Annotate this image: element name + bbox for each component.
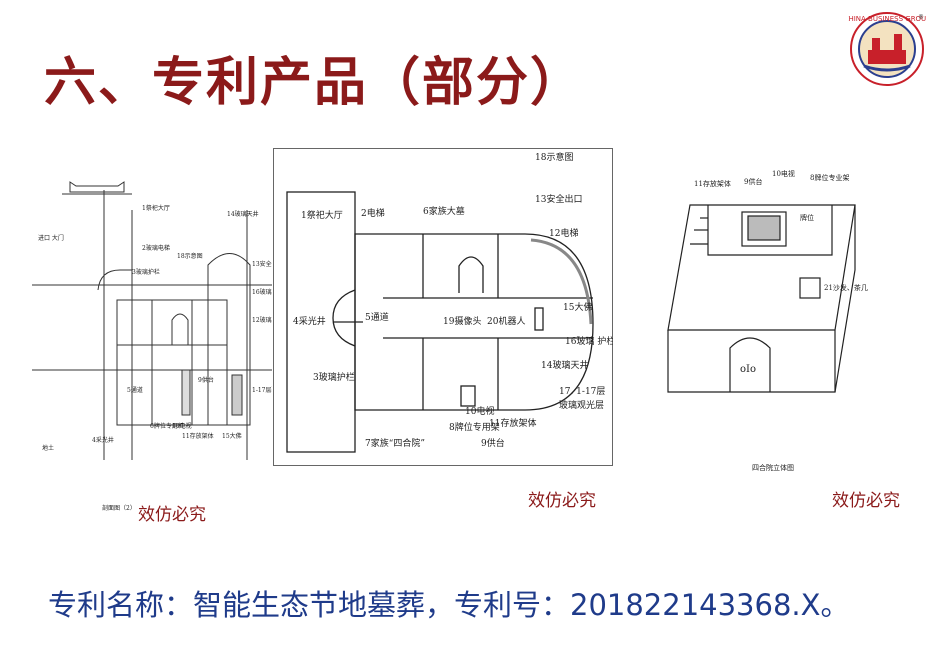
drawing-label: 11存放架体	[694, 179, 731, 188]
courtyard-3d-drawing: 11存放架体 9供台 10电视 8牌位专业架 牌位 21沙发、茶几 oIo 四合…	[667, 169, 868, 472]
drawing-label: 进口 大门	[38, 234, 64, 242]
section-drawing: 1祭祀大厅 2玻璃电梯 3玻璃护栏 14玻璃天井 18示意图 13安全出口 16…	[32, 181, 272, 512]
slide-title: 六、专利产品（部分）	[44, 53, 585, 113]
watermark-right: 效仿必究	[832, 491, 900, 511]
drawing-label: 3玻璃护栏	[313, 371, 355, 383]
drawing-label: 18示意图	[535, 151, 573, 163]
drawing-label: 10电视	[465, 405, 494, 417]
drawing-label: 地土	[42, 444, 54, 452]
drawing-label: 玻璃观光层	[559, 399, 604, 411]
drawing-label: 20机器人	[487, 315, 525, 327]
drawing-label: 12电梯	[549, 227, 578, 239]
drawing-label: 11存放架体	[489, 417, 536, 429]
drawing-label: 6家族大墓	[423, 205, 465, 217]
drawing-label: 9供台	[481, 437, 505, 449]
drawing-label: 13安全出口	[535, 193, 582, 205]
logo-text: CHINA BUSINESS GROUP	[848, 15, 926, 23]
drawing-label: 14玻璃天井	[541, 359, 588, 371]
drawing-label: oIo	[740, 364, 756, 375]
drawing-label: 13安全出口	[252, 260, 272, 268]
drawing-label: 7家族“四合院”	[365, 437, 425, 449]
drawing-label: 21沙发、茶几	[824, 283, 868, 292]
drawing-label: 5通道	[127, 386, 143, 394]
drawing-label: 15大佛	[563, 301, 592, 313]
drawing-label: 19摄像头	[443, 315, 481, 327]
drawing-label: 9供台	[744, 177, 762, 186]
drawing-label: 4采光井	[293, 315, 326, 327]
watermark-center: 效仿必究	[528, 491, 596, 511]
company-logo: CHINA BUSINESS GROUP ®	[848, 12, 926, 86]
drawing-label: 10电视	[172, 422, 192, 430]
drawing-label: 6牌位专用柜	[150, 422, 184, 430]
drawing-label: 8牌位专业架	[810, 173, 849, 182]
drawing-label: 15大佛	[222, 432, 242, 440]
drawing-label: 8牌位专用架	[449, 421, 500, 433]
drawing-label: 18示意图	[177, 252, 203, 260]
drawing-label: 2玻璃电梯	[142, 244, 170, 252]
drawing-label: 2电梯	[361, 207, 385, 219]
drawing-label: 12玻璃电梯	[252, 316, 272, 324]
drawing-label: 四合院立体图	[752, 463, 794, 472]
drawing-label: 1祭祀大厅	[301, 209, 343, 221]
drawing-label: 14玻璃天井	[227, 210, 259, 218]
floor-plan: 18示意图 1祭祀大厅 2电梯 6家族大墓 13安全出口 12电梯 4采光井 5…	[273, 148, 613, 466]
drawing-label: 10电视	[772, 169, 795, 178]
drawing-label: 16玻璃 护栏	[565, 335, 613, 347]
drawing-label: 4采光井	[92, 436, 114, 444]
patent-name-line: 专利名称：智能生态节地墓葬，专利号：201822143368.X。	[48, 588, 850, 622]
drawing-label: 1祭祀大厅	[142, 204, 170, 212]
drawing-label: ®	[918, 14, 924, 21]
drawing-label: 牌位	[800, 213, 814, 222]
watermark-left: 效仿必究	[138, 505, 206, 525]
drawing-label: 剖面图（2）	[102, 504, 136, 512]
drawing-label: 3玻璃护栏	[132, 268, 160, 276]
drawing-label: 17. 1-17层	[559, 386, 605, 397]
drawing-label: 5通道	[365, 311, 389, 323]
drawing-label: 9供台	[198, 376, 214, 384]
drawing-label: 11存放架体	[182, 432, 214, 440]
